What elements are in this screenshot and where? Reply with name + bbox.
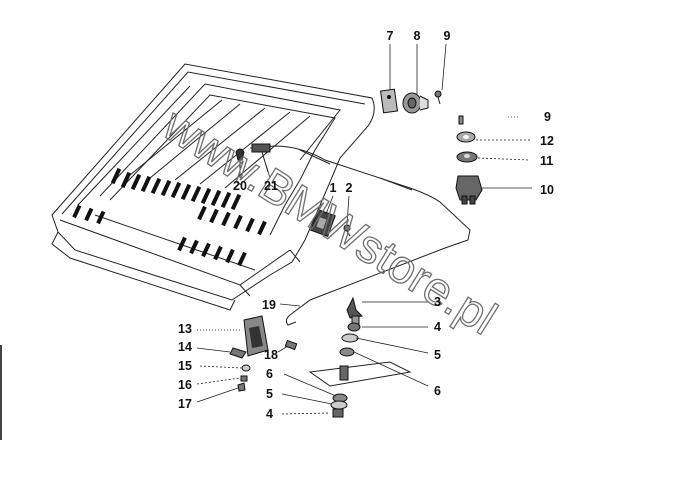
part-15-washer: [241, 364, 251, 372]
label-13: 13: [178, 322, 192, 336]
label-21: 21: [264, 179, 278, 193]
part-3-cone-bolt: [346, 296, 364, 325]
part-8-lock-cylinder: [402, 92, 429, 114]
watermark-text: www.BMWstore.pl: [154, 97, 506, 345]
label-2: 2: [346, 181, 353, 195]
label-17: 17: [178, 397, 192, 411]
label-9-right: 9: [544, 110, 551, 124]
part-2-screw: [343, 224, 351, 237]
part-17-clip: [237, 382, 246, 392]
label-4-upper: 4: [434, 320, 441, 334]
label-6-upper: 6: [434, 384, 441, 398]
label-1: 1: [330, 181, 337, 195]
label-19: 19: [262, 298, 276, 312]
part-4-nut-lower: [332, 408, 344, 418]
part-5-washer-upper: [341, 333, 359, 343]
label-10: 10: [540, 183, 554, 197]
leader-lines: [196, 43, 532, 415]
label-7: 7: [387, 29, 394, 43]
label-9-top: 9: [444, 29, 451, 43]
part-5-washer-lower: [330, 400, 348, 410]
label-20: 20: [233, 179, 247, 193]
part-13-release-handle: [243, 315, 269, 357]
part-14-wing-screw: [229, 347, 247, 359]
release-cable: [249, 145, 471, 316]
callout-labels: 7 8 9 9 12 11 10 1 2 20 21 19 3 4 5 6 13…: [178, 29, 554, 421]
label-5-upper: 5: [434, 348, 441, 362]
part-10-lock-housing: [455, 175, 483, 205]
label-12: 12: [540, 134, 554, 148]
part-16-nut: [240, 375, 248, 382]
label-8: 8: [414, 29, 421, 43]
label-15: 15: [178, 359, 192, 373]
part-11-grommet: [456, 151, 478, 163]
part-6-spring-washer-upper: [339, 347, 355, 357]
part-18-pin: [284, 339, 298, 351]
label-5-lower: 5: [266, 387, 273, 401]
hood-panel: [51, 63, 375, 311]
rod-hook: [285, 314, 297, 326]
part-9-screw-right: [458, 115, 464, 125]
label-18: 18: [264, 348, 278, 362]
part-7-bracket: [379, 88, 399, 114]
hood-vent-slots: [72, 167, 267, 267]
base-bracket: [308, 361, 412, 387]
label-16: 16: [178, 378, 192, 392]
label-3: 3: [434, 295, 441, 309]
label-11: 11: [540, 154, 553, 168]
part-4-nut-upper: [347, 322, 361, 332]
label-6-lower: 6: [266, 367, 273, 381]
label-14: 14: [178, 340, 192, 354]
part-9-screw-top: [434, 90, 442, 105]
part-12-washer: [456, 131, 476, 143]
cable-end-20: [235, 148, 245, 168]
label-4-lower: 4: [266, 407, 273, 421]
